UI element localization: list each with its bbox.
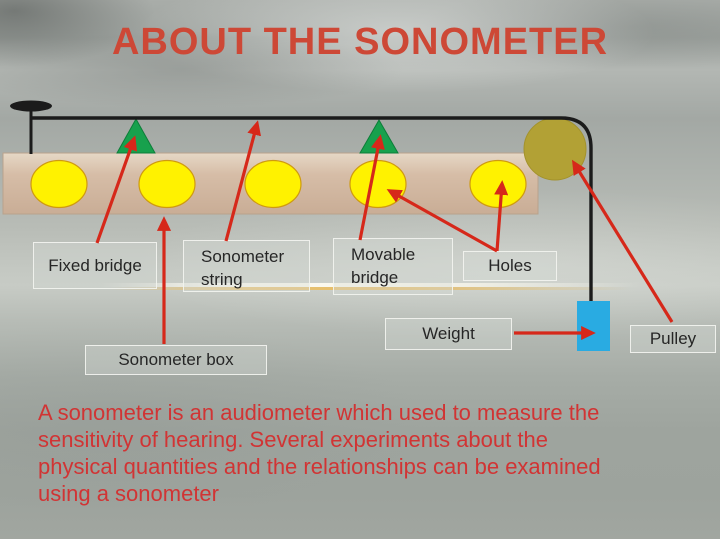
label-holes: Holes	[463, 251, 557, 281]
movable-bridge-triangle	[359, 118, 399, 154]
description-line: using a sonometer	[38, 481, 219, 506]
label-movable-bridge: Movable bridge	[333, 238, 453, 295]
description-text: A sonometer is an audiometer which used …	[38, 399, 698, 507]
label-movable-bridge-line2: bridge	[351, 268, 399, 287]
label-sonometer-box: Sonometer box	[85, 345, 267, 375]
label-pulley: Pulley	[630, 325, 716, 353]
string-wire	[31, 116, 593, 301]
description-line: sensitivity of hearing. Several experime…	[38, 427, 548, 452]
hole-3	[244, 159, 302, 209]
label-sonometer-string-line1: Sonometer	[201, 247, 285, 266]
light-band	[100, 283, 640, 287]
hole-4	[349, 159, 407, 209]
label-movable-bridge-line1: Movable	[351, 245, 416, 264]
hole-1	[30, 159, 88, 209]
light-band-yellow	[110, 287, 630, 290]
label-weight: Weight	[385, 318, 512, 350]
pulley-wheel	[523, 117, 587, 181]
tuning-peg	[10, 100, 52, 112]
page-title: ABOUT THE SONOMETER	[111, 21, 609, 63]
label-fixed-bridge: Fixed bridge	[33, 242, 157, 289]
hole-2	[138, 159, 196, 209]
hole-5	[469, 159, 527, 209]
weight-block	[577, 301, 610, 351]
label-sonometer-string-line2: string	[201, 270, 243, 289]
fixed-bridge-triangle	[116, 117, 156, 154]
description-line: A sonometer is an audiometer which used …	[38, 400, 600, 425]
label-sonometer-string: Sonometer string	[183, 240, 310, 292]
description-line: physical quantities and the relationship…	[38, 454, 601, 479]
